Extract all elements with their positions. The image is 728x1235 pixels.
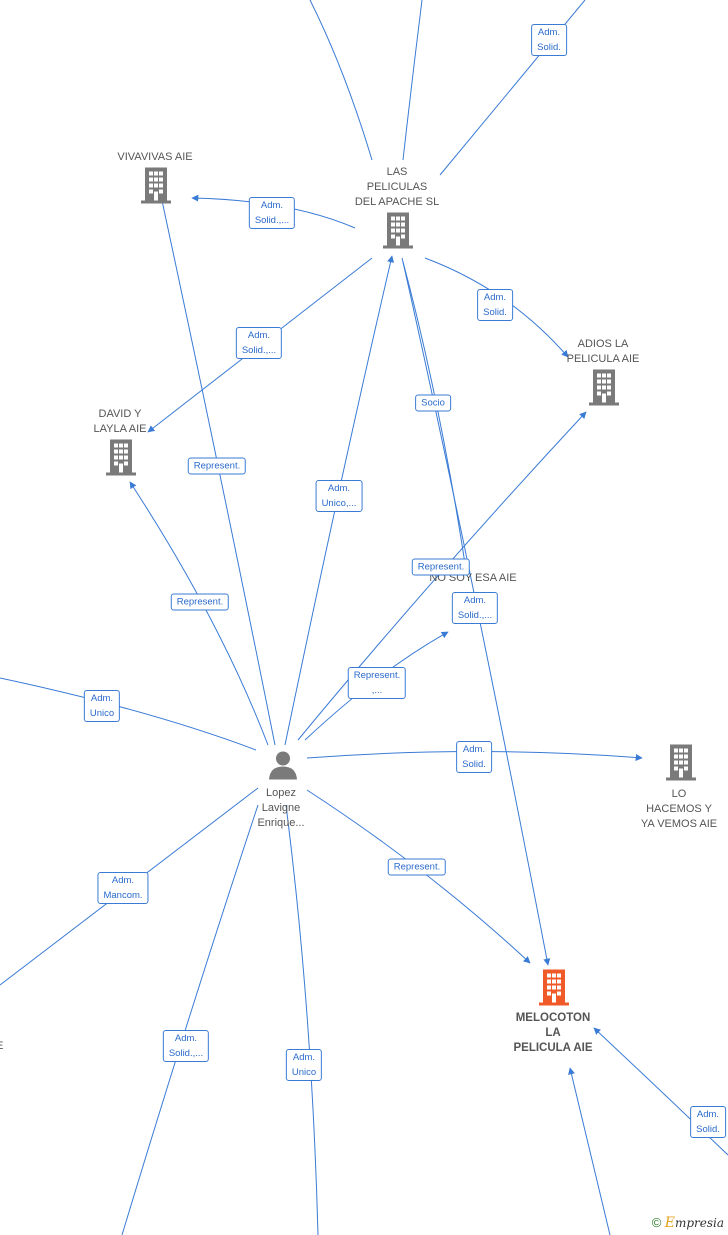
brand-logo-letter: E: [664, 1215, 675, 1231]
edge-label[interactable]: Adm.Solid.: [690, 1106, 726, 1138]
edge-label[interactable]: Represent.: [411, 558, 471, 576]
edge-label[interactable]: Represent.: [387, 858, 447, 876]
edge-lopez-bottom-a: [121, 804, 259, 1235]
edge-las-melocoton: [402, 261, 551, 966]
edge-label[interactable]: Adm.Solid.: [456, 741, 492, 773]
node-label-melocoton: MELOCOTON LA PELICULA AIE: [513, 1012, 593, 1054]
copyright-symbol: ©: [651, 1215, 662, 1230]
edge-label[interactable]: Adm.Solid.,...: [235, 327, 283, 359]
person-icon[interactable]: [268, 750, 298, 785]
edge-label[interactable]: Adm.Solid.,...: [162, 1030, 210, 1062]
edge-label[interactable]: Socio: [415, 394, 451, 412]
node-label-david: DAVID Y LAYLA AIE: [93, 408, 147, 435]
edge-label[interactable]: Adm.Unico: [83, 690, 121, 722]
edge-top-b: [402, 0, 423, 161]
edge-label[interactable]: Adm.Unico,...: [315, 480, 363, 512]
edge-label[interactable]: Represent.: [170, 593, 230, 611]
edge-label[interactable]: Adm.Unico: [285, 1049, 323, 1081]
edge-label[interactable]: Adm.Solid.: [531, 24, 567, 56]
edge-top-a: [309, 0, 373, 161]
building-icon-main[interactable]: [539, 969, 569, 1011]
edge-label[interactable]: Represent.: [187, 457, 247, 475]
edge-lopez-adios: [297, 411, 587, 741]
brand-watermark: © Empresia: [652, 1215, 724, 1231]
building-icon[interactable]: [383, 212, 413, 254]
node-label-partial-left: E: [0, 1040, 3, 1052]
edge-bottom-melocoton: [568, 1067, 611, 1235]
edge-label[interactable]: Adm.Solid.: [477, 289, 513, 321]
building-icon[interactable]: [106, 439, 136, 481]
node-label-las-peliculas: LAS PELICULAS DEL APACHE SL: [354, 166, 440, 208]
edge-label[interactable]: Adm.Solid.,...: [248, 197, 296, 229]
building-icon[interactable]: [589, 369, 619, 411]
building-icon[interactable]: [666, 744, 696, 786]
edge-lopez-bottom-b: [285, 804, 319, 1235]
edge-right-melocoton: [593, 1027, 728, 1156]
edge-las-nosoy: [401, 257, 469, 571]
node-label-lopez: Lopez Lavigne Enrique...: [257, 787, 305, 829]
node-label-vivavivas: VIVAVIVAS AIE: [117, 151, 193, 163]
edge-label[interactable]: Represent.,...: [347, 667, 407, 699]
node-label-lo-hacemos: LO HACEMOS Y YA VEMOS AIE: [640, 788, 718, 830]
node-label-adios: ADIOS LA PELICULA AIE: [566, 338, 640, 365]
edge-left-lopez: [0, 677, 257, 751]
brand-name: mpresia: [674, 1216, 724, 1230]
edge-label[interactable]: Adm.Solid.,...: [451, 592, 499, 624]
building-icon[interactable]: [141, 167, 171, 209]
edge-lopez-david: [129, 481, 269, 746]
edge-label[interactable]: Adm.Mancom.: [97, 872, 149, 904]
